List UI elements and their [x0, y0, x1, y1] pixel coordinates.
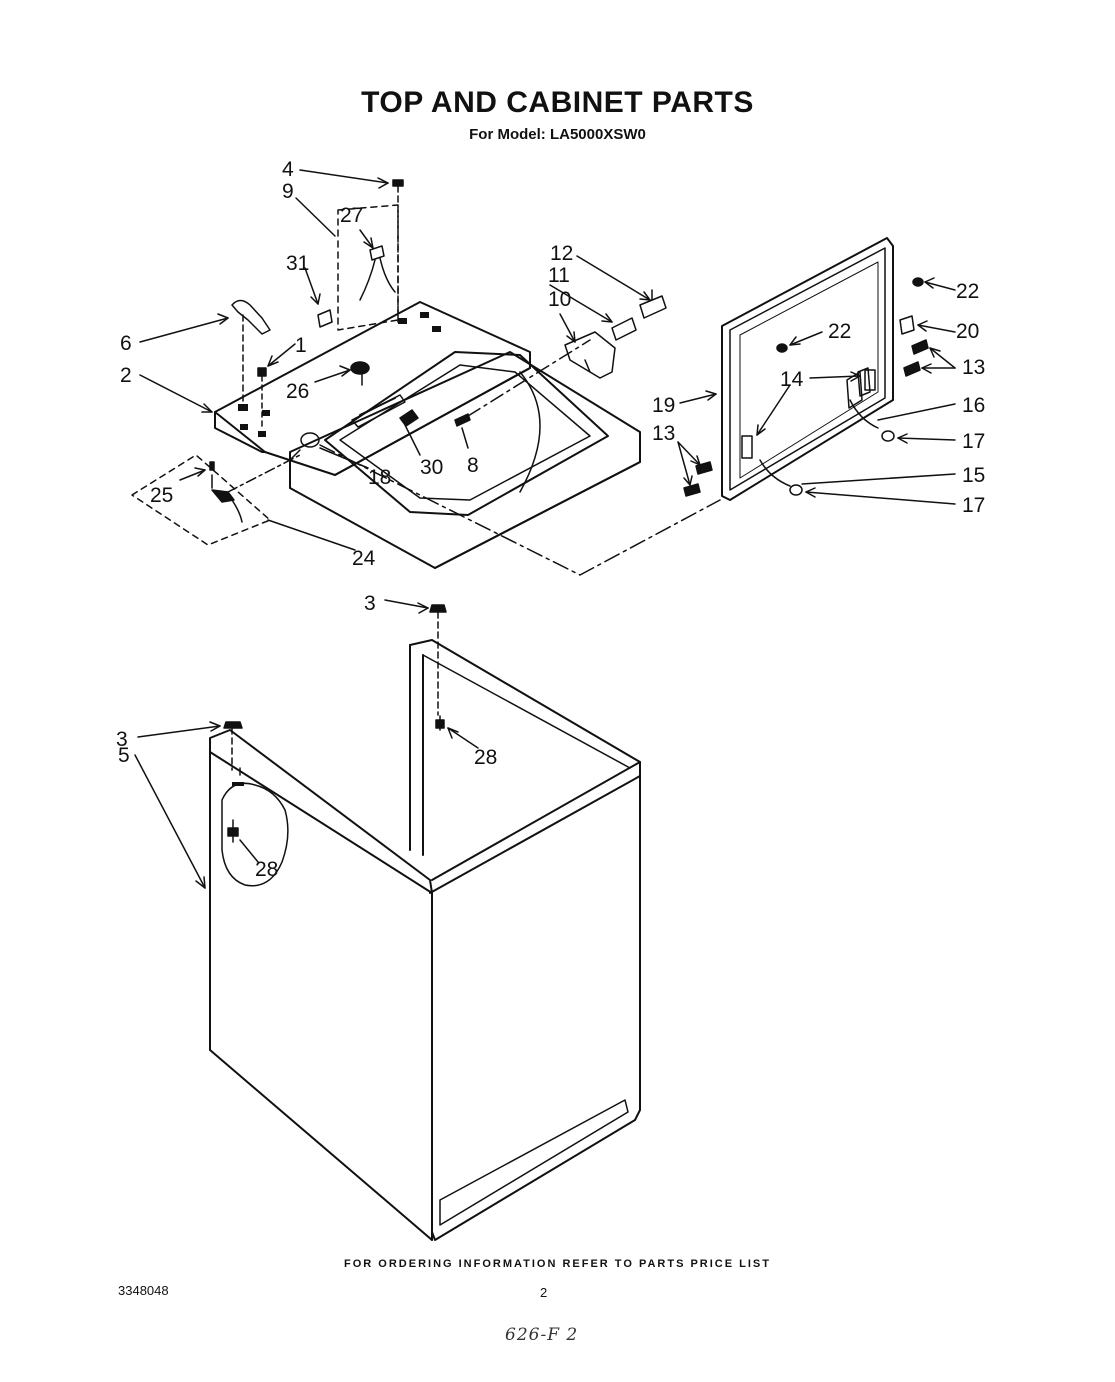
- callout-31: 31: [286, 252, 309, 275]
- callout-18: 18: [368, 466, 391, 489]
- callout-9: 9: [282, 180, 294, 203]
- callout-22-left: 22: [828, 320, 851, 343]
- callout-12: 12: [550, 242, 573, 265]
- small-parts: [131, 179, 929, 843]
- console-part: [214, 301, 531, 476]
- callout-25: 25: [150, 484, 173, 507]
- callout-15: 15: [962, 464, 985, 487]
- callout-17-lower: 17: [962, 494, 985, 517]
- washer-top-cover: [289, 351, 641, 569]
- callout-16: 16: [962, 394, 985, 417]
- callout-13-right: 13: [962, 356, 985, 379]
- callout-26: 26: [286, 380, 309, 403]
- callout-30: 30: [420, 456, 443, 479]
- callout-24: 24: [352, 547, 376, 570]
- callout-1: 1: [295, 334, 307, 357]
- callout-4: 4: [282, 158, 294, 181]
- callout-14: 14: [780, 368, 804, 391]
- ordering-note: FOR ORDERING INFORMATION REFER TO PARTS …: [344, 1258, 771, 1270]
- model-subtitle: For Model: LA5000XSW0: [469, 126, 646, 143]
- callout-5: 5: [118, 744, 130, 767]
- callout-28-left: 28: [255, 858, 278, 881]
- callout-22-right: 22: [956, 280, 979, 303]
- callout-11: 11: [548, 264, 570, 287]
- callout-6: 6: [120, 332, 132, 355]
- callout-20: 20: [956, 320, 979, 343]
- handwritten-note: 626-F 2: [505, 1325, 579, 1345]
- callout-19: 19: [652, 394, 675, 417]
- leader-lines: [134, 169, 956, 889]
- callout-27: 27: [340, 204, 363, 227]
- page-title: TOP AND CABINET PARTS: [361, 86, 754, 119]
- callout-13-left: 13: [652, 422, 675, 445]
- document-number: 3348048: [118, 1283, 169, 1298]
- lid-part: [721, 237, 894, 501]
- callout-28-right: 28: [474, 746, 497, 769]
- callout-3-upper: 3: [364, 592, 376, 615]
- callout-17-upper: 17: [962, 430, 985, 453]
- callout-3-lower: 3: [116, 728, 128, 751]
- page-number: 2: [540, 1285, 548, 1300]
- callout-2: 2: [120, 364, 132, 387]
- cabinet-part: [209, 639, 641, 1241]
- callout-labels: 1 2 3 3 4 5 6 8 9 10 11 12 13 13 14 15 1…: [116, 158, 985, 881]
- callout-10: 10: [548, 288, 571, 311]
- callout-8: 8: [467, 454, 479, 477]
